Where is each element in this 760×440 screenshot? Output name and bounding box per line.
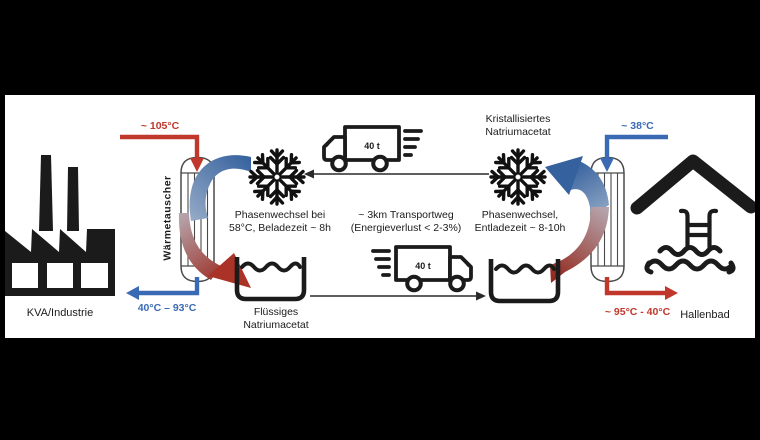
cold-outlet-arrow-left <box>126 277 200 300</box>
factory-window <box>81 263 108 288</box>
phase-swoosh-left <box>178 155 251 288</box>
diagram-panel: 40 t 40 t <box>5 95 755 338</box>
outlet-temp-left: 40°C – 93°C <box>137 302 197 314</box>
speed-lines <box>371 249 391 277</box>
liquid-material-caption: Flüssiges Natriumacetat <box>231 306 321 332</box>
truck-load-label: 40 t <box>364 141 380 151</box>
truck-bottom-icon: 40 t <box>371 245 473 293</box>
cold-inlet-arrow-right <box>600 134 668 172</box>
truck-top-icon: 40 t <box>322 125 423 173</box>
snowflake-right-icon <box>491 150 545 204</box>
crystalline-line2: Natriumacetat <box>485 126 551 138</box>
truck-load-label: 40 t <box>415 261 431 271</box>
liquid-line1: Flüssiges <box>253 306 299 318</box>
roof-icon <box>630 154 755 215</box>
transport-line2: (Energieverlust < 2-3%) <box>350 222 462 234</box>
phase-left-line1: Phasenwechsel bei <box>234 209 326 221</box>
phase-swoosh-right <box>545 156 609 283</box>
transport-line1: ~ 3km Transportweg <box>358 209 454 221</box>
transport-caption: ~ 3km Transportweg (Energieverlust < 2-3… <box>345 209 467 235</box>
factory-window <box>12 263 38 288</box>
wheel-icon <box>405 274 423 293</box>
arrowhead-right-icon <box>476 291 486 301</box>
pool-waves-icon <box>644 245 736 275</box>
swoosh-blue-arrowhead <box>545 156 583 195</box>
crystalline-line1: Kristallisiertes <box>485 113 551 125</box>
factory-chimney <box>39 155 53 231</box>
swoosh-red-out <box>178 213 221 280</box>
liquid-container-left <box>237 257 304 299</box>
crystalline-material-caption: Kristallisiertes Natriumacetat <box>473 113 563 139</box>
exchanger-label-left: Wärmetauscher <box>161 175 174 261</box>
wheel-icon <box>330 154 348 173</box>
speed-lines <box>403 129 423 157</box>
swoosh-red-arrowhead <box>208 253 251 288</box>
process-diagram: 40 t 40 t <box>5 125 755 338</box>
wheel-icon <box>371 154 389 173</box>
swoosh-red-in <box>550 207 609 283</box>
phase-change-left-caption: Phasenwechsel bei 58°C, Beladezeit ~ 8h <box>218 209 342 235</box>
phase-right-line2: Entladezeit ~ 8-10h <box>474 222 566 234</box>
inlet-temp-left: ~ 105°C <box>140 120 180 132</box>
arrowhead-left-icon <box>304 169 314 179</box>
factory-icon <box>5 155 115 296</box>
facility-label-left: KVA/Industrie <box>26 307 94 319</box>
hallenbad-icon <box>630 154 755 275</box>
snowflake-left-icon <box>250 150 304 204</box>
pool-ladder-icon <box>678 208 719 250</box>
inlet-temp-right: ~ 38°C <box>621 120 654 132</box>
phase-change-right-caption: Phasenwechsel, Entladezeit ~ 8-10h <box>460 209 580 235</box>
swoosh-blue-in <box>189 155 251 221</box>
hot-inlet-arrow-left <box>120 134 204 172</box>
wheel-icon <box>448 274 466 293</box>
phase-left-line2: 58°C, Beladezeit ~ 8h <box>229 222 331 234</box>
factory-window <box>47 263 73 288</box>
outlet-temp-right: ~ 95°C - 40°C <box>604 306 671 318</box>
facility-label-right: Hallenbad <box>680 309 730 321</box>
swoosh-blue-out <box>566 161 609 216</box>
liquid-container-right <box>491 259 558 301</box>
liquid-line2: Natriumacetat <box>243 319 309 331</box>
transport-path-bottom <box>310 291 486 301</box>
transport-path-top <box>304 169 489 179</box>
hot-outlet-arrow-right <box>604 277 678 300</box>
phase-right-line1: Phasenwechsel, <box>481 209 559 221</box>
factory-chimney <box>67 167 79 231</box>
